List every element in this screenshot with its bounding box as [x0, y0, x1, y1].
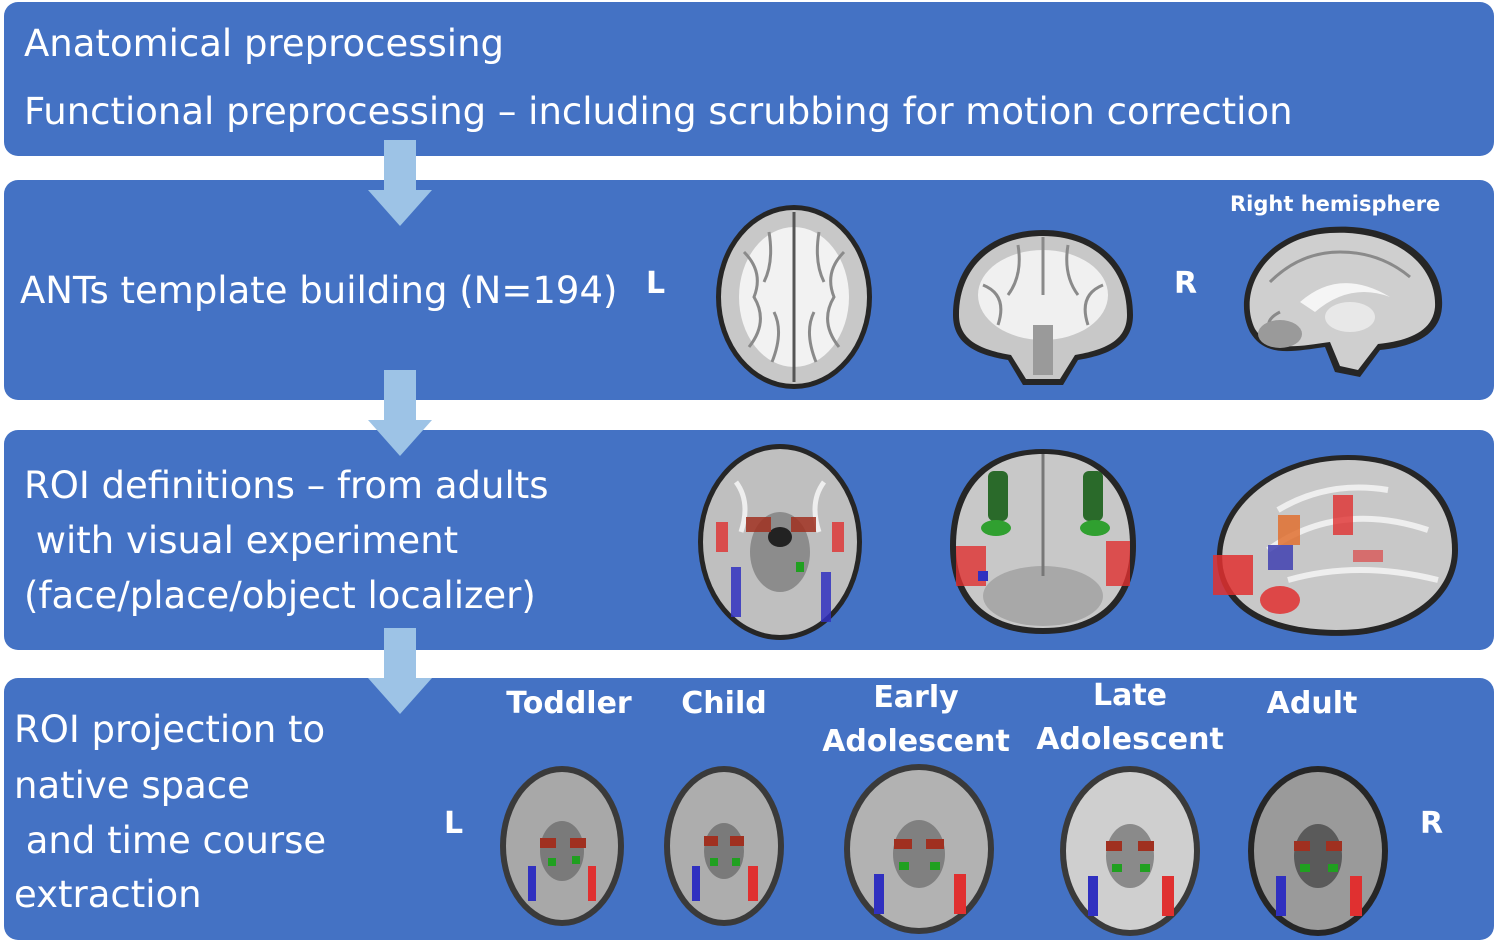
down-arrow-2	[368, 370, 432, 456]
left-label: L	[646, 266, 666, 301]
early-adolescent-brain-image	[844, 764, 994, 934]
down-arrow-3	[368, 628, 432, 714]
roi-definitions-line1: ROI definitions – from adults	[24, 464, 549, 507]
down-arrow-1	[368, 140, 432, 226]
step-panel-preprocessing: Anatomical preprocessing Functional prep…	[4, 2, 1494, 156]
roi-coronal-brain-image	[950, 449, 1136, 634]
functional-preprocessing-text: Functional preprocessing – including scr…	[24, 90, 1293, 133]
age-label-adult: Adult	[1266, 686, 1358, 721]
right-label: R	[1174, 266, 1198, 301]
toddler-brain-image	[500, 766, 624, 926]
roi-definitions-line3: (face/place/object localizer)	[24, 574, 536, 617]
axial-brain-image	[716, 205, 872, 389]
sagittal-brain-image	[1243, 226, 1443, 377]
coronal-brain-image	[953, 230, 1133, 385]
right-label-native: R	[1420, 806, 1444, 841]
roi-projection-line2: native space	[14, 764, 250, 807]
roi-projection-line1: ROI projection to	[14, 708, 326, 751]
anatomical-preprocessing-text: Anatomical preprocessing	[24, 22, 505, 65]
step-panel-roi-definitions: ROI definitions – from adults with visua…	[4, 430, 1494, 650]
roi-projection-line4: extraction	[14, 873, 202, 916]
age-label-child: Child	[681, 686, 767, 721]
age-label-toddler: Toddler	[506, 686, 632, 721]
roi-axial-brain-image	[698, 444, 862, 640]
child-brain-image	[664, 766, 784, 926]
left-label-native: L	[444, 806, 464, 841]
step-panel-template: ANTs template building (N=194) L R Right…	[4, 180, 1494, 400]
late-adolescent-brain-image	[1060, 766, 1200, 936]
roi-definitions-line2: with visual experiment	[24, 519, 459, 562]
roi-sagittal-brain-image	[1213, 455, 1458, 636]
age-label-early-adolescent: Early Adolescent	[822, 680, 1010, 759]
step-panel-roi-projection: ROI projection to native space and time …	[4, 678, 1494, 940]
age-label-late-adolescent: Late Adolescent	[1036, 678, 1224, 757]
template-building-text: ANTs template building (N=194)	[20, 269, 618, 312]
adult-brain-image	[1248, 766, 1388, 936]
roi-projection-line3: and time course	[14, 819, 327, 862]
right-hemisphere-label: Right hemisphere	[1230, 192, 1441, 216]
